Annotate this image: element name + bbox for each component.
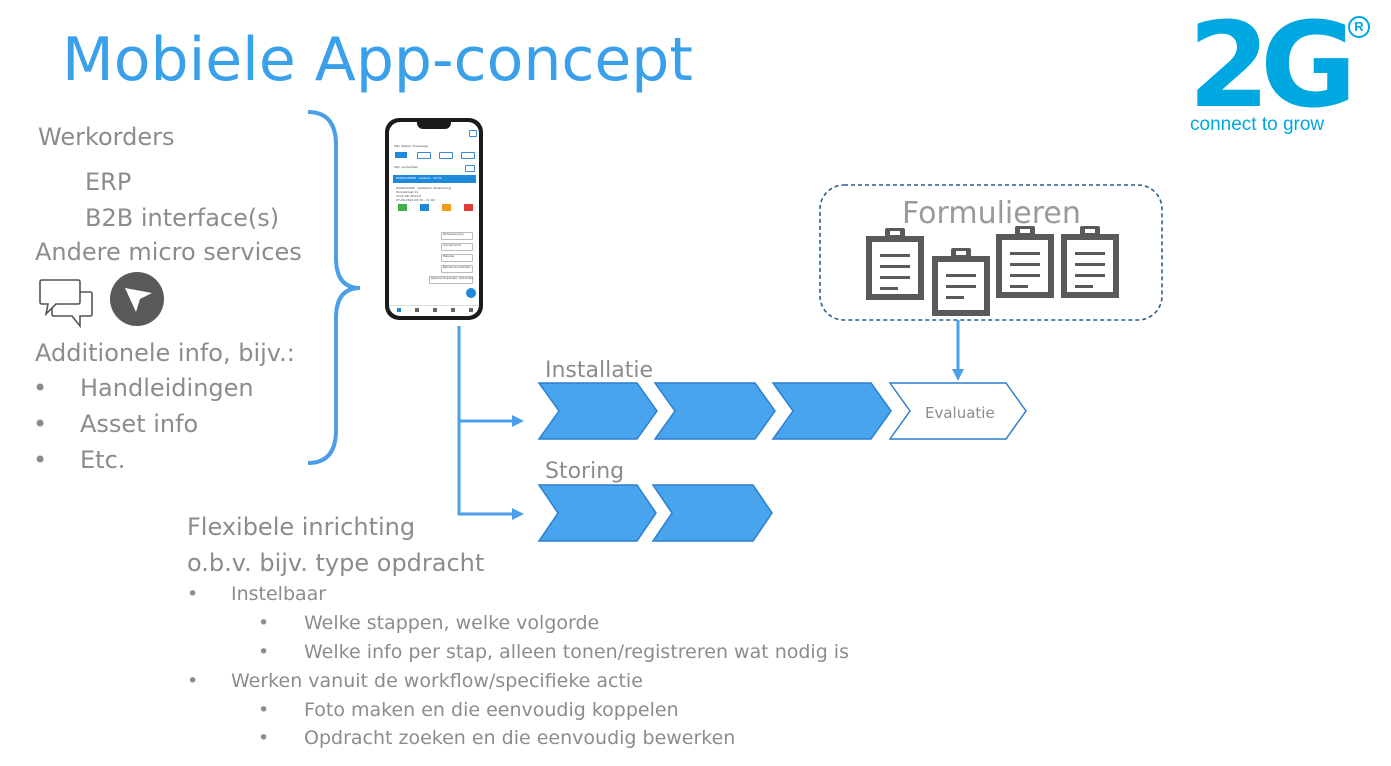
arrowhead	[952, 369, 964, 381]
phone-tab-icon	[469, 308, 473, 312]
phone-side-item-label: Bijkomende materialen	[443, 266, 471, 269]
storing-steps	[537, 484, 773, 542]
bullet-dot: •	[258, 612, 270, 634]
phone-side-item-label: Materiaal	[443, 255, 455, 258]
phone-tab-icon	[415, 308, 419, 312]
phone-mockup: Mijn status: Onderweg Mijn opdrachten WO…	[385, 118, 483, 320]
phone-side-item	[441, 232, 473, 240]
phone-side-item-label: Voorraad Voorz	[443, 244, 462, 247]
arrowhead	[512, 415, 524, 427]
evaluatie-label: Evaluatie	[925, 404, 995, 422]
phone-section-title: Mijn opdrachten	[394, 165, 419, 169]
subitem: Welke stappen, welke volgorde	[304, 612, 600, 634]
phone-notch	[417, 122, 451, 129]
clipboard-icon	[1061, 226, 1119, 298]
storing-label: Storing	[545, 459, 625, 484]
chevron-step	[537, 484, 657, 542]
bullet-asset-info: Asset info	[80, 410, 199, 438]
phone-refresh-icon	[469, 130, 477, 137]
page-title: Mobiele App-concept	[62, 25, 693, 95]
phone-action-button	[464, 204, 473, 211]
evaluatie-step	[888, 382, 1027, 440]
bullet-dot: •	[187, 670, 199, 692]
bullet-dot: •	[33, 410, 48, 438]
phone-order-line: 1234 AB Utrecht	[396, 194, 421, 198]
phone-status-button	[395, 152, 407, 158]
navigation-icon	[110, 272, 164, 326]
phone-action-button	[442, 204, 451, 211]
phone-action-button	[398, 204, 407, 211]
erp-label: ERP	[85, 168, 132, 196]
installatie-steps	[537, 382, 892, 440]
phone-tab-icon	[451, 308, 455, 312]
phone-side-item	[441, 254, 473, 262]
formulieren-box	[819, 184, 1163, 321]
bullet-dot: •	[33, 374, 48, 402]
phone-side-item	[441, 243, 473, 251]
phone-order-header	[393, 175, 476, 183]
b2b-label: B2B interface(s)	[85, 204, 280, 232]
bullet-dot: •	[187, 583, 199, 605]
bullet-dot: •	[258, 641, 270, 663]
phone-status-text: Mijn status: Onderweg	[394, 144, 428, 148]
item-instelbaar: Instelbaar	[231, 583, 327, 605]
formulieren-title: Formulieren	[902, 196, 1081, 231]
chevron-step	[651, 484, 773, 542]
phone-status-button	[417, 152, 431, 159]
registered-mark-icon: R	[1348, 16, 1370, 38]
bullet-dot: •	[33, 446, 48, 474]
phone-home-icon	[397, 308, 401, 312]
bottom-heading-1: Flexibele inrichting	[187, 513, 416, 541]
phone-order-header-text: WORKORDER - Gestart - 09:30	[396, 176, 442, 180]
arrowhead	[512, 508, 524, 520]
chevron-step	[653, 382, 776, 440]
phone-status-button	[461, 152, 475, 159]
phone-order-line: WO0012345 - Opstellen Verwarming	[396, 186, 451, 190]
clipboard-icon	[932, 248, 990, 316]
chevron-step	[537, 382, 658, 440]
phone-tab-icon	[433, 308, 437, 312]
subitem: Foto maken en die eenvoudig koppelen	[304, 699, 679, 721]
bottom-heading-2: o.b.v. bijv. type opdracht	[187, 549, 485, 577]
phone-screen: Mijn status: Onderweg Mijn opdrachten WO…	[389, 122, 479, 316]
item-werken-vanuit: Werken vanuit de workflow/specifieke act…	[231, 670, 643, 692]
micro-services-label: Andere micro services	[35, 238, 302, 266]
logo-tagline: connect to grow	[1190, 114, 1325, 135]
phone-add-icon	[465, 165, 475, 172]
clipboard-icon	[866, 228, 924, 300]
chevron-step	[771, 382, 892, 440]
curly-brace	[307, 110, 361, 465]
phone-side-item	[429, 276, 473, 284]
phone-tabbar-divider	[389, 305, 479, 306]
subitem: Opdracht zoeken en die eenvoudig bewerke…	[304, 727, 736, 749]
bullet-etc: Etc.	[80, 446, 126, 474]
phone-side-item-label: Werkbeschrijving	[443, 233, 464, 236]
workflow-arrows	[457, 326, 514, 516]
phone-status-button	[439, 152, 453, 159]
clipboard-icon	[996, 226, 1054, 298]
phone-side-item	[441, 265, 473, 273]
bullet-dot: •	[258, 727, 270, 749]
phone-action-button	[420, 204, 429, 211]
subitem: Welke info per stap, alleen tonen/regist…	[304, 641, 849, 663]
phone-side-item-label: Reguliere Sluipmaatsc. Opdrachten	[431, 277, 474, 280]
phone-order-line: Dorpsstraat 12	[396, 190, 419, 194]
company-logo: 2G	[1188, 0, 1357, 134]
chat-icon	[39, 279, 93, 329]
installatie-label: Installatie	[545, 358, 653, 383]
bullet-handleidingen: Handleidingen	[80, 374, 254, 402]
werkorders-label: Werkorders	[38, 123, 175, 151]
bullet-dot: •	[258, 699, 270, 721]
phone-order-line: 07-09-2021 09:30 - 11:00	[396, 198, 435, 202]
phone-fab-button	[466, 288, 476, 298]
additional-info-heading: Additionele info, bijv.:	[35, 339, 295, 367]
